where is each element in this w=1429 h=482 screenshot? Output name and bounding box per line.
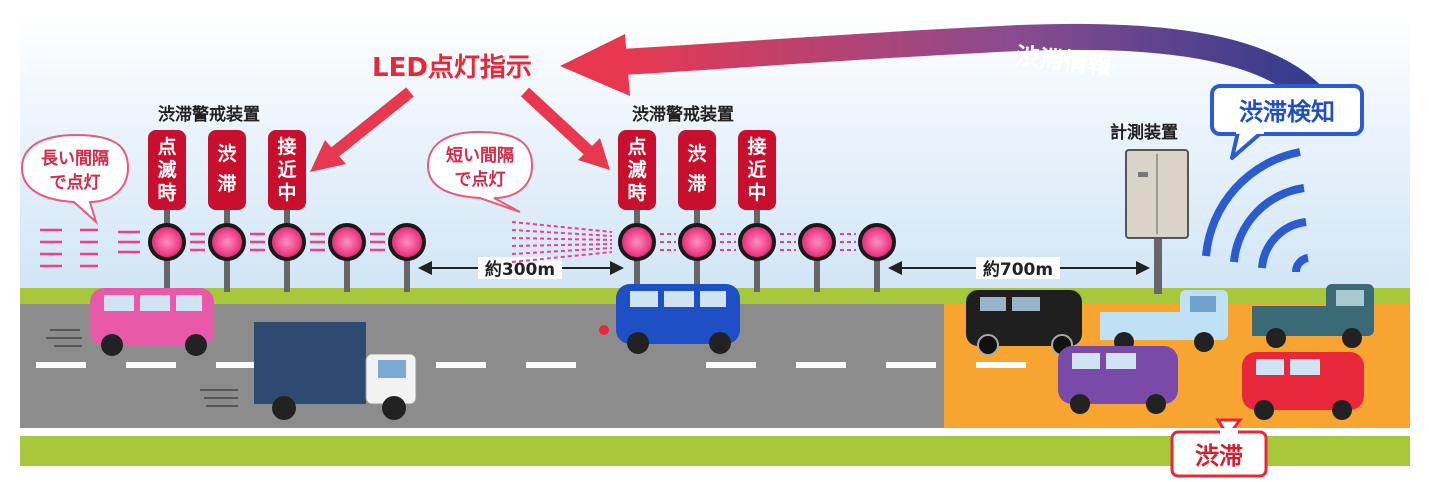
light-beams-long [40, 228, 385, 268]
svg-text:時: 時 [627, 182, 646, 204]
purple-minivan [1058, 346, 1178, 414]
warning-device-label-1: 渋滞警戒装置 [158, 104, 260, 125]
blue-minivan [599, 284, 740, 354]
svg-text:滅: 滅 [157, 158, 176, 181]
signal-waves-icon [1202, 148, 1309, 273]
warning-sign-2c: 接 近 中 [738, 130, 776, 210]
led-lights-group-1 [148, 210, 426, 292]
short-interval-line2: で点灯 [455, 169, 506, 190]
jam-detect-callout [1210, 84, 1364, 160]
svg-text:渋: 渋 [687, 142, 706, 165]
black-minivan [966, 290, 1082, 356]
svg-text:滞: 滞 [687, 173, 706, 195]
warning-sign-1a: 点 滅 時 [148, 130, 186, 210]
svg-text:中: 中 [277, 181, 296, 204]
led-instruction-label: LED点灯指示 [372, 52, 532, 83]
svg-text:接: 接 [747, 136, 766, 158]
distance-300m-label: 約300m [485, 259, 555, 280]
pink-minivan [90, 288, 214, 356]
svg-text:接: 接 [277, 136, 296, 158]
light-beams-short [511, 221, 856, 263]
long-interval-bubble: 長い間隔 で点灯 [20, 133, 130, 226]
teal-truck [1252, 284, 1374, 348]
measure-device-label: 計測装置 [1110, 122, 1178, 143]
short-interval-bubble: 短い間隔 で点灯 [426, 130, 534, 213]
distance-arrow-300m [418, 257, 624, 279]
svg-text:近: 近 [747, 159, 766, 181]
svg-text:時: 時 [157, 182, 176, 204]
svg-text:渋: 渋 [217, 142, 236, 165]
long-interval-line2: で点灯 [50, 172, 101, 193]
speed-lines [46, 329, 238, 407]
distance-arrow-700m [888, 257, 1150, 279]
warning-sign-2a: 点 滅 時 [618, 130, 656, 210]
red-minivan [1242, 352, 1364, 420]
jam-callout [1170, 418, 1268, 478]
warning-sign-1c: 接 近 中 [268, 130, 306, 210]
traffic-info-arrow [560, 23, 1348, 136]
long-interval-line1: 長い間隔 [41, 149, 109, 169]
warning-sign-1b: 渋 滞 [208, 130, 246, 210]
warning-device-label-2: 渋滞警戒装置 [632, 104, 734, 125]
svg-text:近: 近 [277, 159, 296, 181]
light-blue-truck [1100, 290, 1228, 352]
box-truck [254, 322, 417, 420]
distance-700m-label: 約700m [983, 259, 1053, 280]
jam-label: 渋滞 [1195, 442, 1243, 470]
short-interval-line1: 短い間隔 [446, 145, 514, 166]
led-lights-group-2 [618, 210, 896, 292]
lane-markings [36, 362, 1026, 368]
measuring-device [1125, 149, 1189, 294]
svg-text:点: 点 [157, 136, 176, 158]
warning-sign-2b: 渋 滞 [678, 130, 716, 210]
svg-text:点: 点 [627, 136, 646, 158]
svg-text:滅: 滅 [627, 158, 646, 181]
led-instruction-arrows [310, 87, 610, 172]
jam-detect-label: 渋滞検知 [1239, 98, 1335, 126]
svg-text:滞: 滞 [217, 173, 236, 195]
svg-text:中: 中 [747, 181, 766, 204]
